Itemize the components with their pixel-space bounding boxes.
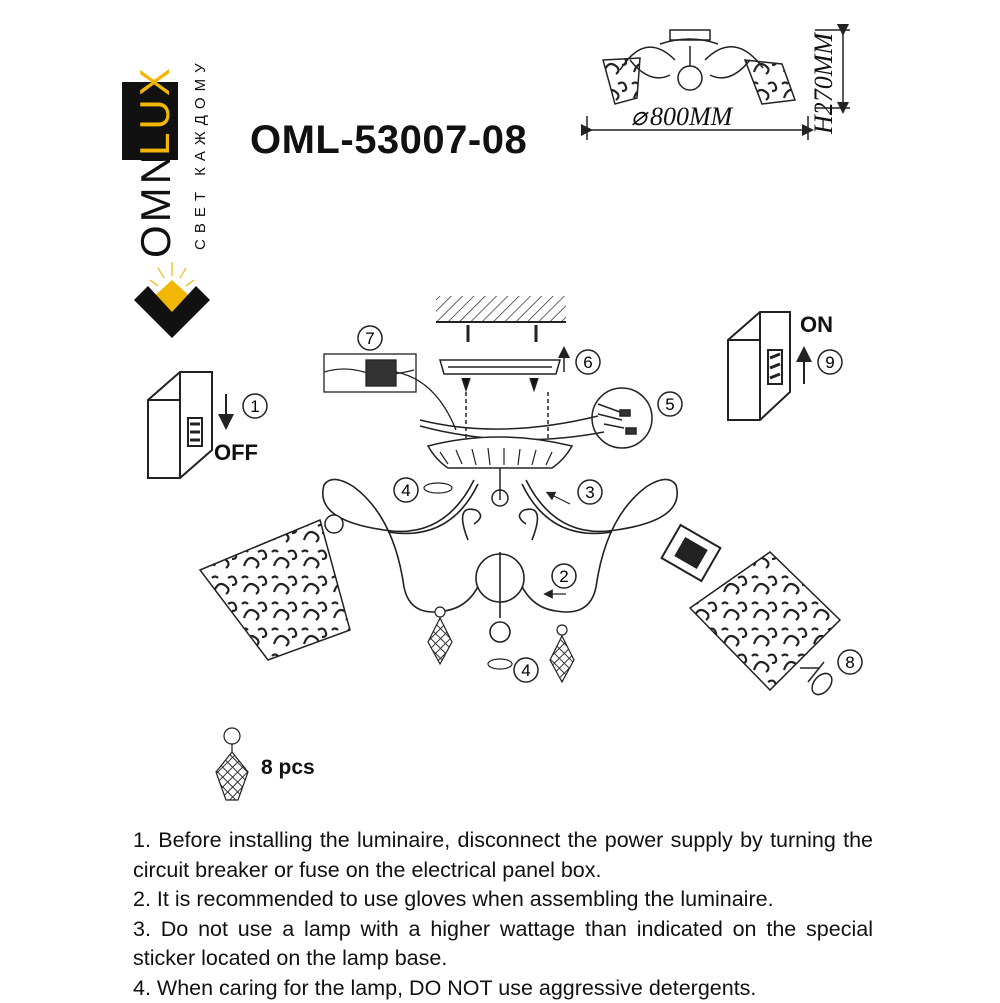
logo-emblem-icon [134,262,210,338]
model-number: OML-53007-08 [250,118,527,163]
brand-name-part2: LUX [131,65,178,156]
diameter-label: 800MM [650,102,734,131]
svg-text:3: 3 [585,483,594,502]
step-2-callout: 2 [548,564,576,594]
ceiling [436,296,566,342]
brand-logo: OMNI LUX СВЕТ КАЖДОМУ [122,57,210,338]
step-7-callout: 7 [358,326,382,350]
note-4: 4. When caring for the lamp, DO NOT use … [133,974,873,1003]
svg-text:2: 2 [559,567,568,586]
left-shade [200,515,350,660]
diameter-symbol: ⌀ [631,102,649,131]
svg-text:4: 4 [521,661,530,680]
step-8-callout: 8 [838,650,862,674]
switch-on-label: ON [800,312,833,338]
svg-text:5: 5 [665,395,674,414]
svg-text:8: 8 [845,653,854,672]
switch-on-icon [728,312,804,420]
crystal-icon [216,728,248,800]
step-6-callout: 6 [576,350,600,374]
note-1: 1. Before installing the luminaire, disc… [133,826,873,885]
crystal-count: 8 pcs [261,756,315,780]
step-9-callout: 9 [818,350,842,374]
step-3-callout: 3 [550,480,602,504]
svg-text:6: 6 [583,353,592,372]
step-1-callout: 1 [243,394,267,418]
svg-text:9: 9 [825,353,834,372]
switch-off-label: OFF [214,440,258,466]
chandelier-arms [323,479,678,642]
step-4-callout-top: 4 [394,478,452,502]
note-3: 3. Do not use a lamp with a higher watta… [133,915,873,974]
svg-text:4: 4 [401,481,410,500]
terminal-block [324,354,456,430]
height-label: H270MM [809,32,838,135]
canopy [428,437,572,506]
svg-text:1: 1 [250,397,259,416]
installation-notes: 1. Before installing the luminaire, disc… [133,826,873,1003]
right-shade [662,525,840,698]
note-2: 2. It is recommended to use gloves when … [133,885,873,915]
step-5-callout: 5 [658,392,682,416]
hanging-crystals [428,607,574,682]
svg-text:7: 7 [365,329,374,348]
step-4-callout-bottom: 4 [488,658,538,682]
mounting-plate [440,352,564,438]
brand-tagline: СВЕТ КАЖДОМУ [192,57,209,250]
